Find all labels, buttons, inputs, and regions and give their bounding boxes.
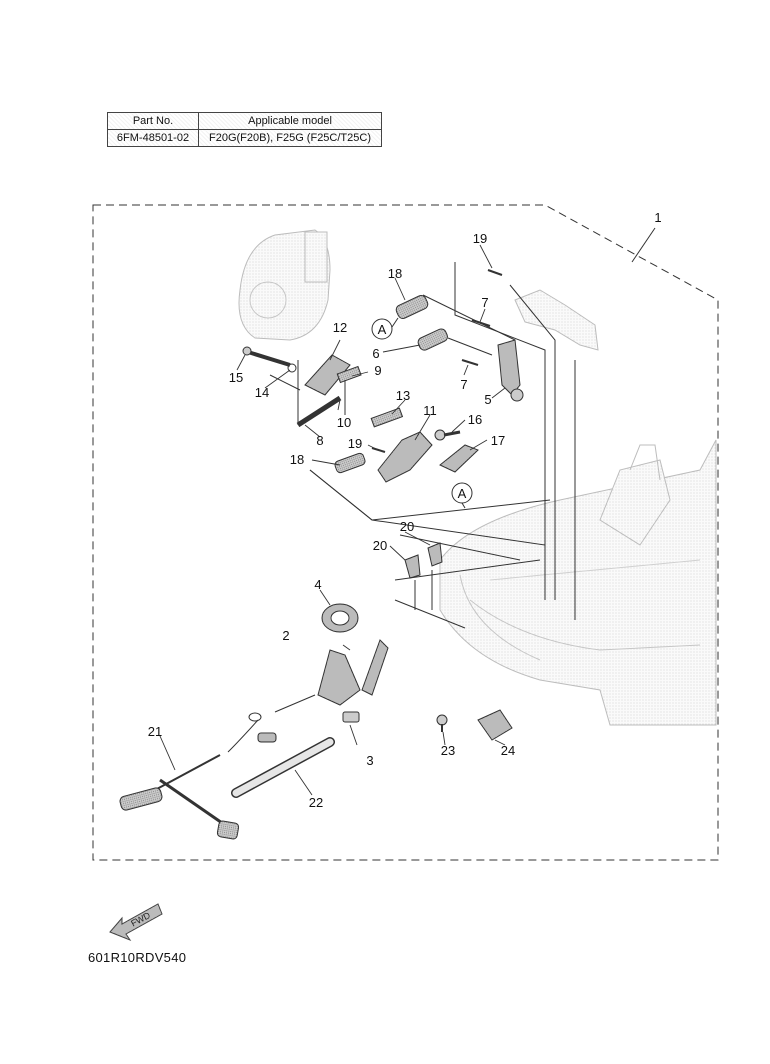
leader-line bbox=[631, 227, 656, 263]
callout-2: 2 bbox=[282, 628, 289, 643]
part-9-collar bbox=[336, 365, 362, 384]
callout-1: 1 bbox=[654, 210, 661, 225]
callout-20-left: 20 bbox=[373, 538, 387, 553]
part-20-clip-left bbox=[404, 554, 421, 579]
part-24-connector bbox=[477, 709, 513, 741]
part-5-lever bbox=[497, 339, 524, 402]
table-row: 6FM-48501-02 F20G(F20B), F25G (F25C/T25C… bbox=[107, 129, 382, 147]
part-7-clip-lower bbox=[461, 359, 479, 366]
callout-numbers: 1 2 3 4 5 6 7 7 8 9 10 11 12 13 14 15 16… bbox=[148, 210, 662, 810]
part-14-washer bbox=[287, 363, 297, 373]
part-19-clip-lower bbox=[371, 447, 386, 453]
callout-21: 21 bbox=[148, 724, 162, 739]
marker-a-upper-text: A bbox=[378, 322, 387, 337]
part-22-hose bbox=[231, 737, 335, 798]
part-18-cam-lower bbox=[334, 452, 366, 474]
drawing-code: 601R10RDV540 bbox=[88, 950, 187, 965]
callout-5: 5 bbox=[484, 392, 491, 407]
part-15-bolt bbox=[242, 346, 291, 367]
callout-7-upper: 7 bbox=[481, 295, 488, 310]
callout-10: 10 bbox=[337, 415, 351, 430]
applicable-model-table: Part No. Applicable model 6FM-48501-02 F… bbox=[107, 112, 382, 147]
marker-a-lower-text: A bbox=[458, 486, 467, 501]
part-3-bolt bbox=[342, 711, 360, 723]
callout-9: 9 bbox=[374, 363, 381, 378]
callout-13: 13 bbox=[396, 388, 410, 403]
callout-18-upper: 18 bbox=[388, 266, 402, 281]
header-applicable-model: Applicable model bbox=[198, 112, 382, 130]
part-19-clip-upper bbox=[487, 269, 503, 276]
callout-11: 11 bbox=[423, 403, 437, 418]
callout-6: 6 bbox=[372, 346, 379, 361]
callout-19-upper: 19 bbox=[473, 231, 487, 246]
callout-8: 8 bbox=[316, 433, 323, 448]
part-2-bracket bbox=[317, 639, 389, 706]
fwd-arrow-icon: FWD bbox=[109, 903, 163, 942]
callout-18-lower: 18 bbox=[290, 452, 304, 467]
part-21-lanyard-switch bbox=[119, 712, 277, 840]
callout-15: 15 bbox=[229, 370, 243, 385]
callout-17: 17 bbox=[491, 433, 505, 448]
callout-19-lower: 19 bbox=[348, 436, 362, 451]
callout-4: 4 bbox=[314, 577, 321, 592]
part-12-link-plate bbox=[304, 354, 351, 396]
carburetor-ghost bbox=[238, 229, 331, 341]
part-4-seal bbox=[321, 603, 359, 633]
guide-lines bbox=[269, 262, 576, 713]
bottom-cowling-ghost bbox=[439, 439, 717, 726]
callout-16: 16 bbox=[468, 412, 482, 427]
cell-applicable-model: F20G(F20B), F25G (F25C/T25C) bbox=[198, 129, 382, 147]
callout-3: 3 bbox=[366, 753, 373, 768]
part-17-bracket bbox=[439, 444, 479, 473]
part-20-clip-right bbox=[427, 542, 443, 567]
marker-a-lower: A bbox=[451, 482, 473, 509]
header-part-no: Part No. bbox=[107, 112, 199, 130]
callout-12: 12 bbox=[333, 320, 347, 335]
callout-14: 14 bbox=[255, 385, 269, 400]
part-13-spring bbox=[370, 407, 404, 428]
part-18-throttle-cam-upper bbox=[395, 295, 429, 319]
callout-22: 22 bbox=[309, 795, 323, 810]
cell-part-no: 6FM-48501-02 bbox=[107, 129, 199, 147]
part-16-screw bbox=[434, 429, 461, 441]
part-23-clamp bbox=[436, 714, 448, 732]
callout-24: 24 bbox=[501, 743, 515, 758]
assembly-boundary bbox=[92, 204, 719, 861]
callout-7-lower: 7 bbox=[460, 377, 467, 392]
part-11-throttle-lever bbox=[377, 431, 433, 483]
marker-a-upper: A bbox=[371, 317, 399, 340]
callout-20-right: 20 bbox=[400, 519, 414, 534]
table-header-row: Part No. Applicable model bbox=[107, 112, 382, 130]
part-6-shaft-arm bbox=[417, 328, 493, 356]
callout-leaders bbox=[159, 244, 506, 796]
throttle-link-ghost bbox=[514, 289, 599, 351]
callout-23: 23 bbox=[441, 743, 455, 758]
part-8-rod bbox=[296, 395, 342, 428]
